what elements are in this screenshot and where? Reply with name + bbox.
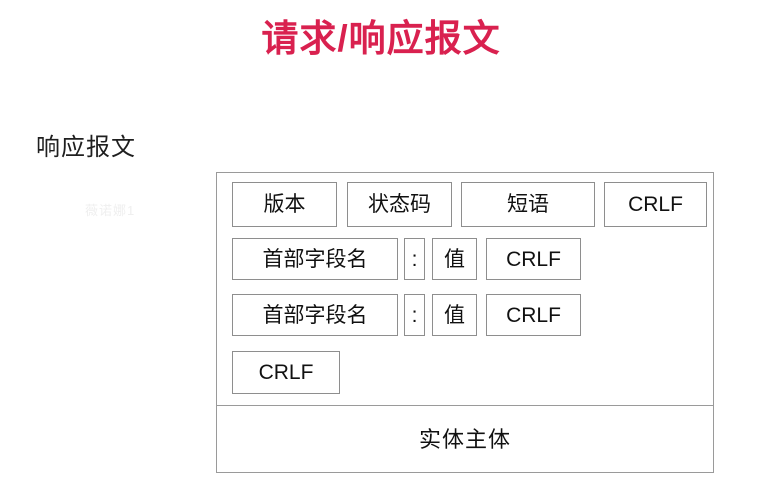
field-box-header-crlf: CRLF [486,294,581,336]
section-label-response-message: 响应报文 [36,134,136,161]
header-line-row: 首部字段名 : 值 CRLF [217,238,713,280]
field-box-header-field-name: 首部字段名 [232,294,398,336]
http-response-message-diagram: 版本 状态码 短语 CRLF 首部字段名 : 值 CRLF 首部字段名 : 值 … [216,172,714,473]
field-box-header-value: 值 [432,238,477,280]
field-box-phrase: 短语 [461,182,595,227]
field-box-blank-line-crlf: CRLF [232,351,340,394]
field-box-status-code: 状态码 [347,182,452,227]
page-title: 请求/响应报文 [261,18,501,59]
field-box-version: 版本 [232,182,337,227]
field-box-colon-separator: : [404,294,425,336]
message-header-section: 版本 状态码 短语 CRLF 首部字段名 : 值 CRLF 首部字段名 : 值 … [217,173,713,406]
field-box-colon-separator: : [404,238,425,280]
blank-line-row: CRLF [217,351,713,394]
header-line-row: 首部字段名 : 值 CRLF [217,294,713,336]
status-line-row: 版本 状态码 短语 CRLF [217,182,713,227]
watermark-text: 薇诺娜1 [85,203,136,218]
entity-body-section: 实体主体 [418,427,511,452]
field-box-header-field-name: 首部字段名 [232,238,398,280]
field-box-header-crlf: CRLF [486,238,581,280]
field-box-status-line-crlf: CRLF [604,182,707,227]
field-box-header-value: 值 [432,294,477,336]
